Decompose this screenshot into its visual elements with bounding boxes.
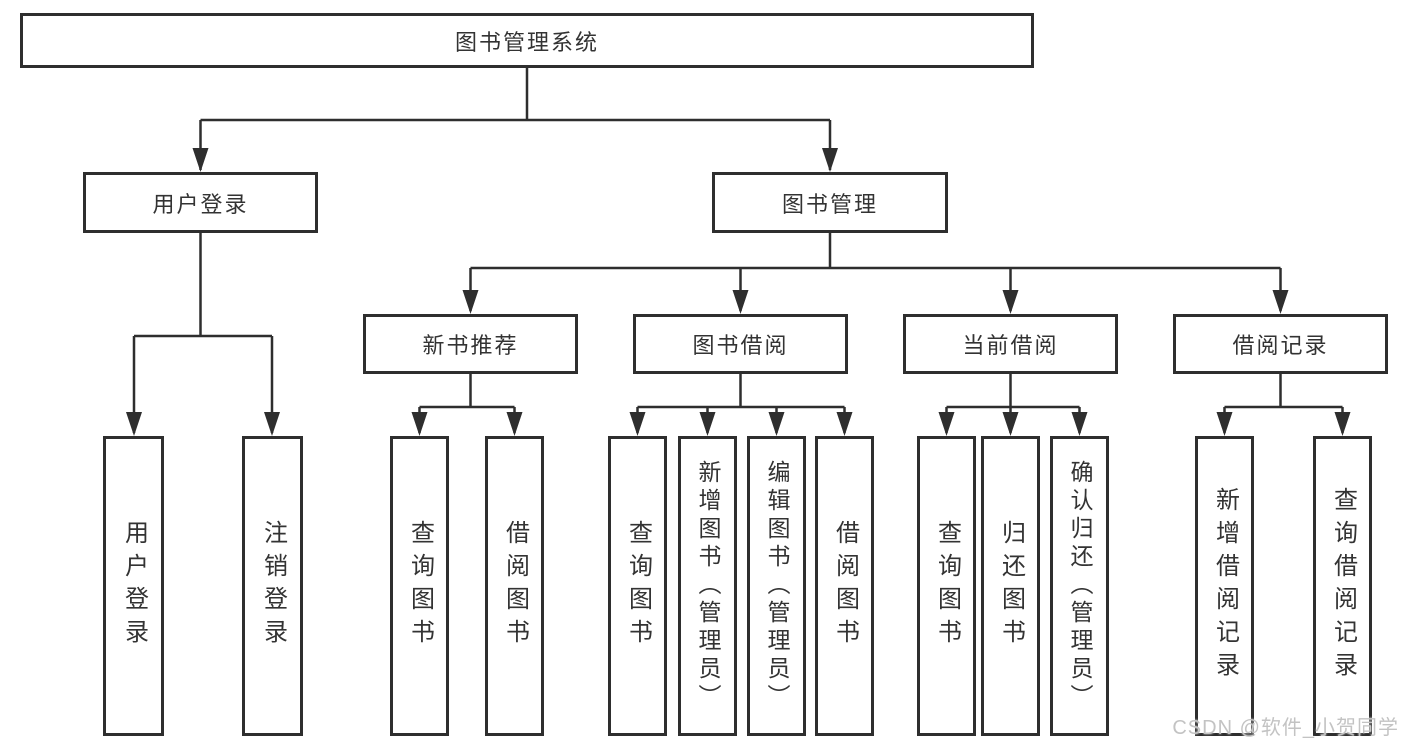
leaf-borrow-books: 借阅图书	[815, 436, 874, 736]
node-label: 借阅记录	[1232, 333, 1329, 358]
node-label: 编辑图书（管理员）	[764, 460, 790, 712]
node-label: 注销登录	[259, 520, 287, 652]
node-library-system: 图书管理系统	[20, 13, 1034, 68]
node-label: 借阅图书	[831, 520, 859, 652]
leaf-add-borrow-record: 新增借阅记录	[1195, 436, 1254, 736]
node-label: 查询图书	[406, 520, 434, 652]
leaf-confirm-return-admin: 确认归还（管理员）	[1050, 436, 1109, 736]
node-label: 新增借阅记录	[1211, 487, 1239, 685]
node-label: 图书借阅	[692, 333, 789, 358]
leaf-user-login: 用户登录	[103, 436, 164, 736]
leaf-query-books-borrow: 查询图书	[608, 436, 667, 736]
leaf-logout: 注销登录	[242, 436, 303, 736]
node-book-management: 图书管理	[712, 172, 948, 233]
leaf-query-books-current: 查询图书	[917, 436, 976, 736]
node-book-borrowing: 图书借阅	[633, 314, 848, 374]
node-label: 确认归还（管理员）	[1067, 460, 1093, 712]
node-label: 新书推荐	[422, 333, 519, 358]
node-label: 借阅图书	[501, 520, 529, 652]
node-label: 当前借阅	[962, 333, 1059, 358]
node-current-borrowing: 当前借阅	[903, 314, 1118, 374]
leaf-edit-book-admin: 编辑图书（管理员）	[747, 436, 806, 736]
leaf-query-books-recommend: 查询图书	[390, 436, 449, 736]
node-new-book-recommend: 新书推荐	[363, 314, 578, 374]
node-user-login-group: 用户登录	[83, 172, 318, 233]
node-label: 查询图书	[624, 520, 652, 652]
leaf-query-borrow-record: 查询借阅记录	[1313, 436, 1372, 736]
arrowhead-icons	[126, 148, 1351, 436]
leaf-borrow-books-recommend: 借阅图书	[485, 436, 544, 736]
node-label: 图书管理	[781, 191, 878, 217]
leaf-return-book: 归还图书	[981, 436, 1040, 736]
node-borrowing-records: 借阅记录	[1173, 314, 1388, 374]
node-label: 归还图书	[997, 520, 1025, 652]
node-label: 新增图书（管理员）	[695, 460, 721, 712]
node-label: 查询借阅记录	[1329, 487, 1357, 685]
node-label: 图书管理系统	[454, 29, 599, 55]
leaf-add-book-admin: 新增图书（管理员）	[678, 436, 737, 736]
node-label: 用户登录	[152, 191, 249, 217]
node-label: 用户登录	[120, 520, 148, 652]
node-label: 查询图书	[933, 520, 961, 652]
csdn-watermark: CSDN @软件_小贺同学	[1172, 717, 1399, 739]
